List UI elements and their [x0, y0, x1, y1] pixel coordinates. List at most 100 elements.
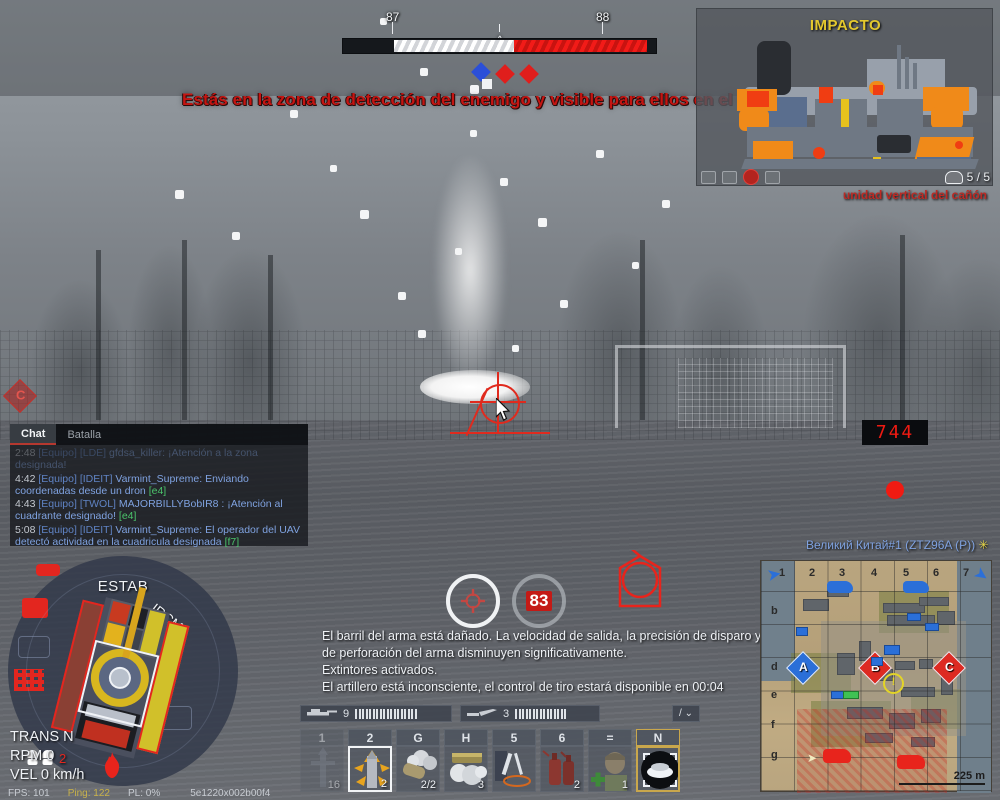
map-ally-marker [925, 623, 939, 631]
rear-module-icon [160, 706, 192, 730]
map-ally-marker [796, 627, 808, 636]
fps-readout: FPS: 101 [8, 787, 50, 799]
map-enemy-tank [897, 755, 925, 769]
debris-particle [418, 330, 426, 338]
chat-message-list[interactable]: 2:48 [Equipo] [LDE] gfdsa_killer: ¡Atenc… [10, 445, 308, 547]
ammo-consumable-bar[interactable]: 9 3 / ⌄ 1 [300, 705, 700, 793]
module-icon [701, 170, 716, 184]
tactical-minimap[interactable]: 1 2 3 4 5 6 7 b d e f g ➤ ➤ A B C [760, 560, 992, 793]
slot-key: 1 [300, 729, 344, 746]
slot-count: 1 [621, 779, 628, 791]
slot-repair-kit[interactable]: 5 [492, 729, 536, 792]
map-ally-marker [907, 613, 921, 621]
slot-he-shell[interactable]: 2 2 [348, 729, 392, 792]
status-message-line: de perforación del arma disminuyen signi… [322, 646, 628, 660]
score-left: 87 [386, 10, 400, 24]
map-scale: 225 m [899, 770, 985, 785]
crew-head-icon [944, 170, 963, 184]
detection-warning-text: Estás en la zona de detección del enemig… [182, 90, 818, 109]
ammo-alt-toggle-button[interactable]: / ⌄ [672, 705, 700, 722]
tree-trunk [268, 255, 273, 440]
goal-post-object [615, 345, 846, 428]
score-tick-right [602, 22, 603, 34]
map-water-left [761, 561, 795, 681]
machinegun-belt[interactable]: 9 [300, 705, 452, 722]
map-col-label: 2 [809, 567, 816, 579]
engine-damage-icon [36, 564, 60, 576]
crew-indicator: 2 [26, 749, 66, 766]
debris-particle [455, 248, 462, 255]
cannon-belt[interactable]: 3 [460, 705, 600, 722]
vehicle-cutaway-diagram [717, 41, 979, 181]
map-danger-zone [797, 709, 947, 793]
crew-status-icon [743, 169, 759, 185]
map-row-label: f [771, 719, 775, 731]
module-icon [765, 170, 780, 184]
track-damage-icon [14, 669, 44, 691]
map-ally-tank [827, 581, 853, 593]
map-col-label: 4 [871, 567, 878, 579]
rpm-readout: RPM 0 [10, 748, 55, 764]
map-row-label: g [771, 749, 778, 761]
status-message-line: Extintores activados. [322, 663, 438, 677]
tab-chat[interactable]: Chat [10, 424, 57, 445]
slot-key: G [396, 729, 440, 746]
chat-message: 2:48 [Equipo] [LDE] gfdsa_killer: ¡Atenc… [15, 447, 258, 472]
night-vision-icon [636, 746, 680, 792]
objective-marker-white [482, 79, 492, 89]
mouse-cursor [496, 398, 511, 421]
slot-night-vision[interactable]: N [636, 729, 680, 792]
tab-battle[interactable]: Batalla [67, 428, 102, 441]
slot-fire-extinguisher[interactable]: 6 2 [540, 729, 584, 792]
tree-trunk [640, 240, 645, 440]
map-col-label: 3 [839, 567, 846, 579]
debris-particle [330, 165, 337, 172]
stabilizer-label: ESTAB [97, 578, 149, 595]
reload-progress-ring [446, 574, 500, 628]
debris-particle [662, 200, 670, 208]
crew-member-icon [27, 749, 38, 765]
rangefinder-readout: 744 [862, 420, 928, 445]
debris-particle [175, 190, 184, 199]
map-enemy-tank [823, 749, 851, 763]
vehicle-telemetry: TRANS N RPM 0 VEL 0 km/h [10, 728, 84, 785]
debris-particle [512, 345, 519, 352]
reload-sight-icon [455, 583, 491, 619]
performance-bar: FPS: 101 Ping: 122 PL: 0% 5e1220x002b00f… [0, 786, 1000, 800]
consumable-slot-row[interactable]: 1 16 2 2 G [300, 729, 680, 792]
chat-tab-bar[interactable]: Chat Batalla [10, 424, 308, 445]
debris-particle [380, 18, 387, 25]
enemy-tank-marker [618, 550, 662, 608]
damage-panel-footer: 5 / 5 [701, 169, 990, 185]
slot-smoke-screen[interactable]: H 3 [444, 729, 488, 792]
debris-particle [290, 110, 298, 118]
cannon-belt-bars [515, 708, 567, 719]
slot-smoke-grenade[interactable]: G 2/2 [396, 729, 440, 792]
slot-first-aid[interactable]: = 1 [588, 729, 632, 792]
chat-message: 4:42 [Equipo] [IDEIT] Varmint_Supreme: E… [15, 472, 249, 497]
map-squad-marker [843, 691, 859, 699]
cannon-count: 3 [503, 707, 510, 720]
chat-panel[interactable]: Chat Batalla 2:48 [Equipo] [LDE] gfdsa_k… [10, 424, 308, 547]
slot-ap-shell[interactable]: 1 16 [300, 729, 344, 792]
repair-kit-icon [492, 746, 536, 792]
crew-count: 5 / 5 [944, 170, 990, 184]
chat-message: 5:08 [Equipo] [IDEIT] Varmint_Supreme: E… [15, 523, 301, 547]
smoke-column [400, 110, 550, 410]
crew-member-icon [42, 749, 53, 765]
slot-key: = [588, 729, 632, 746]
fire-extinguisher-icon: 2 [540, 746, 584, 792]
debris-particle [470, 85, 479, 94]
map-col-label: 7 [963, 567, 970, 579]
transmission-readout: TRANS N [10, 729, 74, 745]
slot-count: 2/2 [420, 779, 436, 791]
map-col-label: 6 [933, 567, 940, 579]
damage-indicator-panel: IMPACTO [696, 8, 993, 186]
fire-icon [104, 752, 120, 778]
debris-particle [500, 178, 508, 186]
crew-alive-count: 2 [59, 751, 67, 766]
map-ally-marker [871, 657, 883, 666]
debris-particle [632, 262, 639, 269]
belt-row: 9 3 / ⌄ [300, 705, 700, 722]
